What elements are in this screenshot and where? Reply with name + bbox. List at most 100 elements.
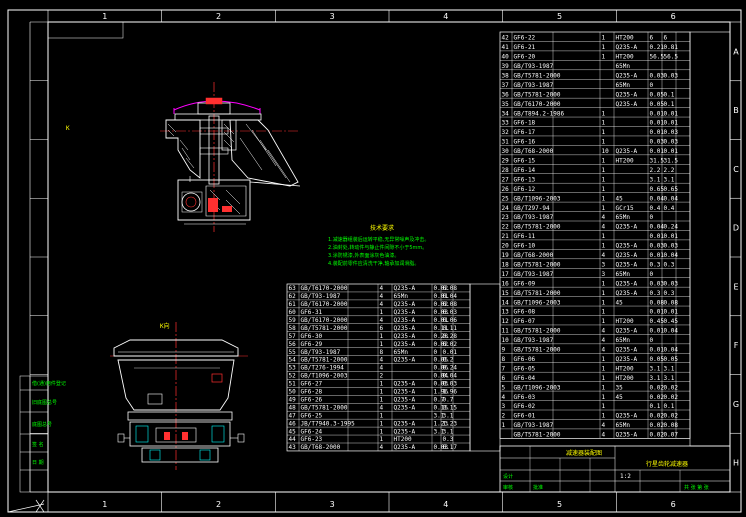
left-bom-cell: Q235-A xyxy=(394,389,416,396)
left-bom-cell: GF6-23 xyxy=(301,436,323,443)
right-bom-cell: 1 xyxy=(602,54,606,61)
right-bom-cell: 2 xyxy=(502,413,506,420)
right-bom-cell: 40 xyxy=(502,54,510,61)
right-bom-cell: Q235-A xyxy=(616,72,638,79)
left-bom-cell: 3.1 xyxy=(434,412,445,419)
left-bom-cell: 4 xyxy=(380,301,384,308)
right-bom-cell: 30 xyxy=(502,148,510,155)
right-bom-cell: 1 xyxy=(602,290,606,297)
tech-req-title: 技术要求 xyxy=(370,224,394,232)
right-bom-cell: 0.01 xyxy=(650,328,665,335)
left-bom-cell: 43 xyxy=(289,444,297,451)
front-section-view xyxy=(160,82,301,232)
right-bom-cell: 34 xyxy=(502,110,510,117)
k-direction-view xyxy=(110,322,250,470)
right-bom-cell: 18 xyxy=(502,261,510,268)
right-bom-cell: 0.07 xyxy=(664,432,679,439)
right-bom-cell: 6 xyxy=(650,35,654,42)
zone-row-C: C xyxy=(733,165,739,174)
right-bom-cell: GB/T93-1987 xyxy=(514,63,554,70)
left-bom-cell: GB/T6170-2000 xyxy=(301,317,348,324)
left-bom-cell: 4 xyxy=(380,293,384,300)
right-bom-cell: HT200 xyxy=(616,54,634,61)
left-bom-cell: 0.15 xyxy=(443,404,458,411)
left-bom-cell: 0.04 xyxy=(443,373,458,380)
right-bom-cell: GB/T1096-2003 xyxy=(514,299,561,306)
right-bom-cell: GB/T5781-2000 xyxy=(514,91,561,98)
left-bom-cell: GB/T5781-2000 xyxy=(301,404,348,411)
right-bom-cell: 0 xyxy=(650,214,654,221)
right-bom-cell: 0.01 xyxy=(650,309,665,316)
right-bom-cell: 0.4 xyxy=(650,205,661,212)
right-bom-cell: Q235-A xyxy=(616,413,638,420)
right-bom-cell: 1 xyxy=(602,176,606,183)
left-bom-cell: 0.01 xyxy=(434,293,449,300)
right-bom-cell: 4 xyxy=(602,337,606,344)
side-label-4: 日 期 xyxy=(32,460,44,466)
right-bom-cell: 10 xyxy=(602,148,610,155)
right-bom-cell: 42 xyxy=(502,35,510,42)
right-bom-cell: 0.03 xyxy=(650,72,665,79)
right-bom-cell: 37 xyxy=(502,82,510,89)
left-bom-cell: 2 xyxy=(380,373,384,380)
right-bom-cell: 1 xyxy=(602,280,606,287)
right-bom-cell: 1 xyxy=(602,186,606,193)
right-bom-cell: 1 xyxy=(602,365,606,372)
left-bom-cell: 0.7 xyxy=(443,396,454,403)
right-bom-cell: GB/T5781-2000 xyxy=(514,290,561,297)
right-bom-cell: 35 xyxy=(616,384,624,391)
right-bom-cell: 26 xyxy=(502,186,510,193)
right-bom-cell: GF6-04 xyxy=(514,375,536,382)
right-bom-cell: HT200 xyxy=(616,158,634,165)
right-bom-cell: Q235-A xyxy=(616,44,638,51)
right-bom-cell: 4 xyxy=(602,432,606,439)
title-block-drawing-name: 行星齿轮减速器 xyxy=(646,460,688,468)
title-block-name: 减速器装配图 xyxy=(566,449,602,457)
left-bom-cell: GB/T68-2000 xyxy=(301,444,341,451)
left-bom-cell: 53 xyxy=(289,365,297,372)
drawing-code-frame xyxy=(47,21,124,39)
right-bom-cell: 0.04 xyxy=(664,347,679,354)
tech-req-line-2: 2.油封处,转动件与静止件间隙不小于5mm。 xyxy=(328,244,427,251)
right-bom-cell: 0.02 xyxy=(650,432,665,439)
side-label-0: 借(通)用件登记 xyxy=(32,380,66,387)
right-bom-cell: 0.02 xyxy=(664,413,679,420)
right-bom-cell: 11 xyxy=(502,328,510,335)
right-bom-cell: 0.05 xyxy=(650,101,665,108)
right-bom-cell: GF6-14 xyxy=(514,167,536,174)
right-bom-cell: 4 xyxy=(602,328,606,335)
right-bom-cell: GB/T68-2000 xyxy=(514,252,554,259)
right-bom-cell: GF6-18 xyxy=(514,120,536,127)
right-bom-cell: GB/T93-1987 xyxy=(514,82,554,89)
right-bom-cell: GB/T5781-2000 xyxy=(514,261,561,268)
left-bom-cell: 61 xyxy=(289,301,297,308)
left-bom-cell: 59 xyxy=(289,317,297,324)
title-block-checker: 审核 xyxy=(503,484,513,491)
right-bom-cell: Q235-A xyxy=(616,290,638,297)
right-bom-cell: 0.03 xyxy=(664,280,679,287)
left-bom-cell: JB/T7940.3-1995 xyxy=(301,420,356,427)
right-bom-cell: 10 xyxy=(502,337,510,344)
right-bom-cell: 4 xyxy=(602,224,606,231)
right-bom-cell: 0.02 xyxy=(664,384,679,391)
right-bom-cell: GB/T5781-2000 xyxy=(514,328,561,335)
left-bom-cell: 1.23 xyxy=(443,420,458,427)
